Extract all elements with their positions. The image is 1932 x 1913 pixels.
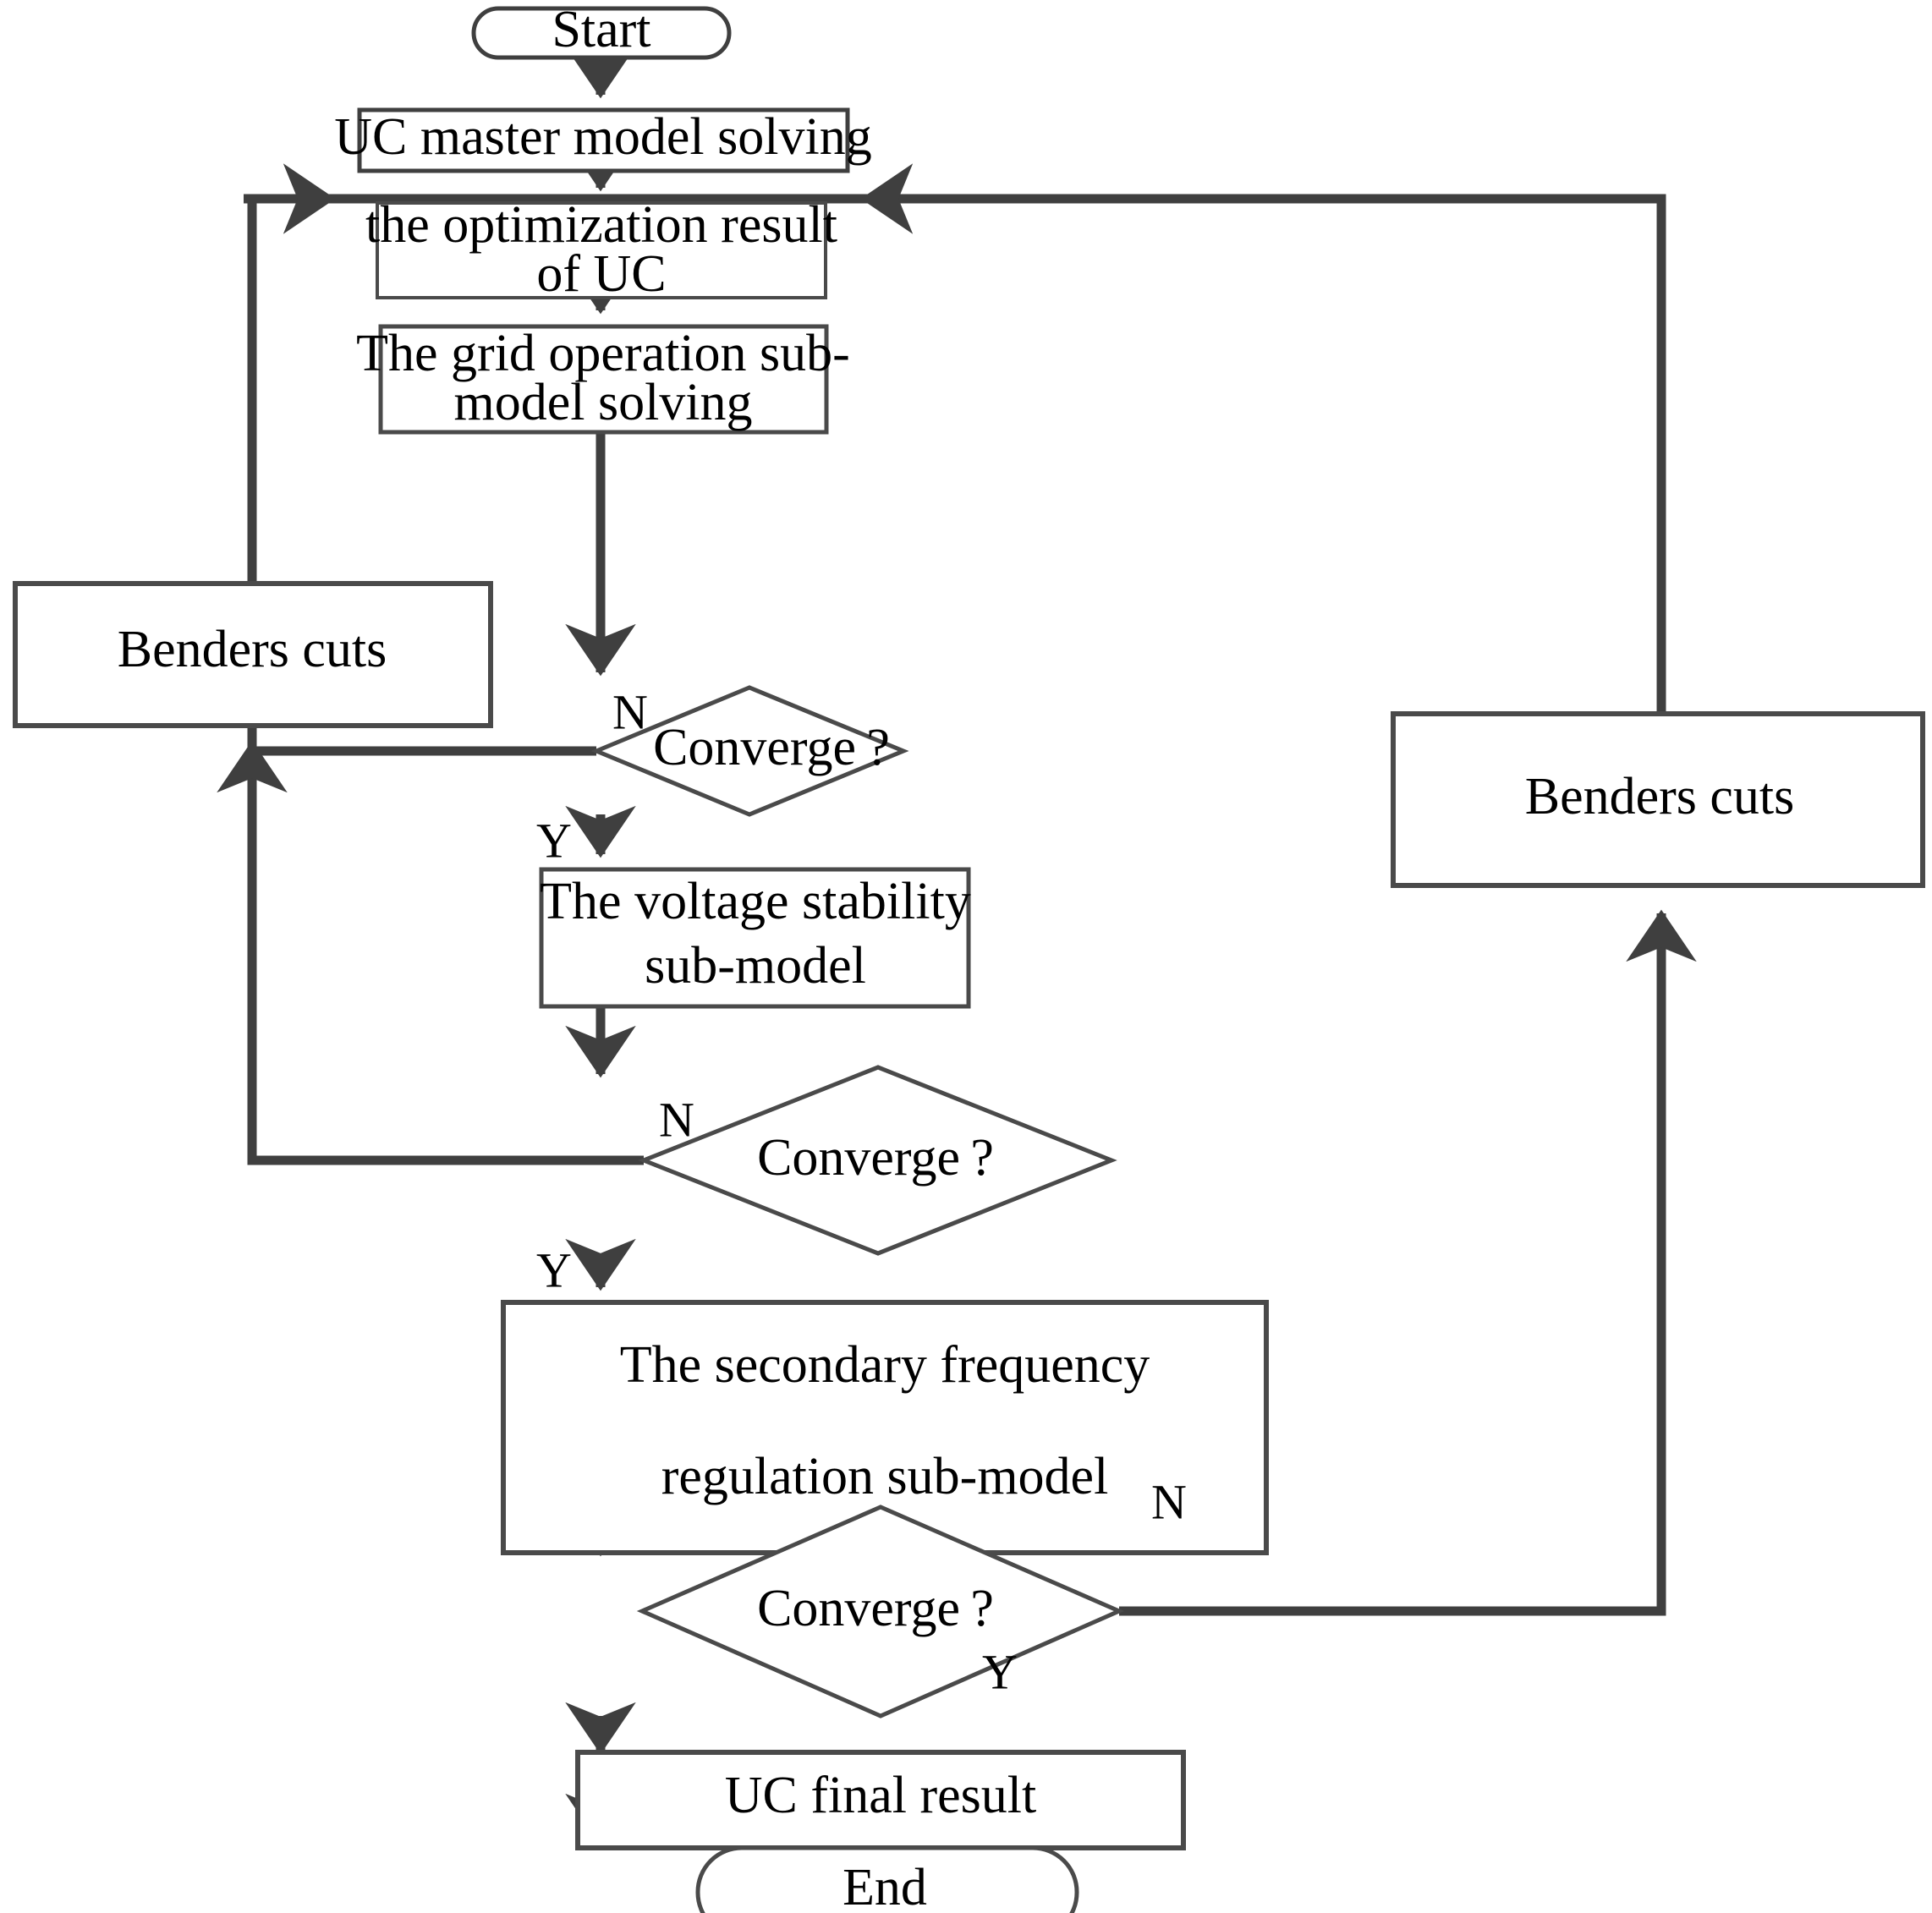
benders-cuts-left-label: Benders cuts <box>118 621 387 678</box>
converge-3-label: Converge ? <box>757 1580 994 1637</box>
converge-2-no-label: N <box>659 1092 694 1147</box>
voltage-stability-line2: sub-model <box>645 937 866 995</box>
edge-bendersright-up <box>897 194 1666 714</box>
converge-1-label: Converge ? <box>653 719 890 776</box>
converge-3-yes-label: Y <box>982 1644 1018 1699</box>
converge-1-no-label: N <box>612 684 648 739</box>
uc-master-shape <box>357 107 850 173</box>
optimization-result-shape <box>376 201 827 299</box>
voltage-stability-shape <box>539 867 971 1009</box>
node-uc-master-model[interactable]: UC master model solving <box>334 107 872 173</box>
voltage-stability-line1: The voltage stability <box>540 873 971 930</box>
edge-conv1-bendersleft <box>247 726 596 756</box>
benders-cuts-right-shape <box>1391 711 1925 888</box>
node-optimization-result[interactable]: the optimization result of UC <box>365 196 837 303</box>
connector-group <box>217 46 1697 1846</box>
start-shape <box>471 6 732 60</box>
grid-operation-line2: model solving <box>453 374 752 431</box>
converge-1-yes-label: Y <box>536 813 572 868</box>
node-start[interactable]: Start <box>471 1 732 60</box>
node-benders-cuts-right[interactable]: Benders cuts <box>1391 711 1925 888</box>
benders-cuts-right-label: Benders cuts <box>1525 768 1795 825</box>
secondary-frequency-line1: The secondary frequency <box>620 1336 1150 1394</box>
start-label: Start <box>552 1 650 58</box>
uc-final-result-shape <box>575 1750 1186 1850</box>
converge-3-shape <box>636 1505 1125 1718</box>
uc-final-result-label: UC final result <box>725 1767 1037 1824</box>
node-uc-final-result[interactable]: UC final result <box>575 1750 1186 1850</box>
node-end[interactable]: End <box>695 1845 1079 1913</box>
node-benders-cuts-left[interactable]: Benders cuts <box>13 581 493 728</box>
converge-3-no-label: N <box>1151 1474 1187 1529</box>
node-voltage-stability-submodel[interactable]: The voltage stability sub-model <box>539 867 971 1009</box>
node-converge-1[interactable]: Converge ? <box>590 685 909 817</box>
edge-conv3-bendersright <box>1119 909 1697 1616</box>
secondary-frequency-line2: regulation sub-model <box>661 1448 1109 1505</box>
grid-operation-line1: The grid operation sub- <box>356 325 850 382</box>
uc-master-label: UC master model solving <box>334 108 871 166</box>
node-converge-3[interactable]: Converge ? <box>636 1505 1125 1718</box>
converge-2-label: Converge ? <box>757 1129 994 1187</box>
converge-2-yes-label: Y <box>536 1242 572 1297</box>
optimization-result-line1: the optimization result <box>365 196 837 254</box>
end-shape <box>695 1845 1079 1913</box>
optimization-result-line2: of UC <box>536 245 666 303</box>
node-grid-operation-submodel[interactable]: The grid operation sub- model solving <box>356 324 850 435</box>
grid-operation-shape <box>378 324 829 435</box>
benders-cuts-left-shape <box>13 581 493 728</box>
converge-1-shape <box>590 685 909 817</box>
node-converge-2[interactable]: Converge ? <box>638 1065 1117 1256</box>
edge-conv2-bendersleft <box>217 740 644 1165</box>
converge-2-shape <box>638 1065 1117 1256</box>
end-label: End <box>843 1859 927 1913</box>
